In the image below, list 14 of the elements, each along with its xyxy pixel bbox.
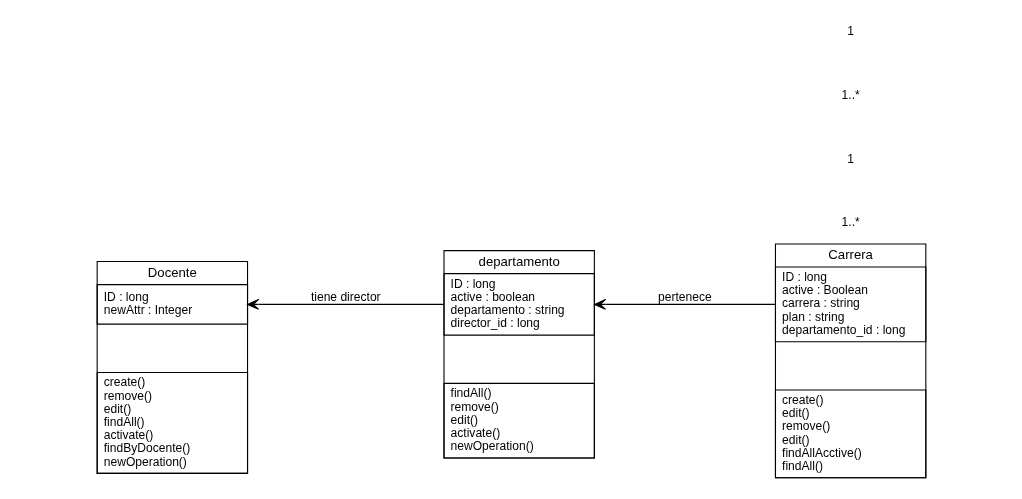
node-box: findAll() remove() edit() activate() newOperation() [442,382,595,459]
arrow [593,298,776,310]
label: 1 [846,24,854,39]
label: 1..* [841,87,860,102]
arrow [246,298,444,310]
edge-label: pertenece [657,289,712,304]
label: 1..* [841,215,860,230]
node-box: create() edit() remove() edit() findAllAcctive() findAll() [774,389,926,479]
edge-label: tiene director [310,289,381,304]
label: 1 [846,151,854,166]
node-box: ID : long active : boolean departamento : string director_id : long [442,273,595,336]
node-box: ID : long active : Boolean carrera : string plan : string departamento_id : long [774,266,926,343]
node-box: create() remove() edit() findAll() activate() findByDocente() newOperation() [96,371,248,474]
node-box: ID : long newAttr : Integer [96,284,248,325]
